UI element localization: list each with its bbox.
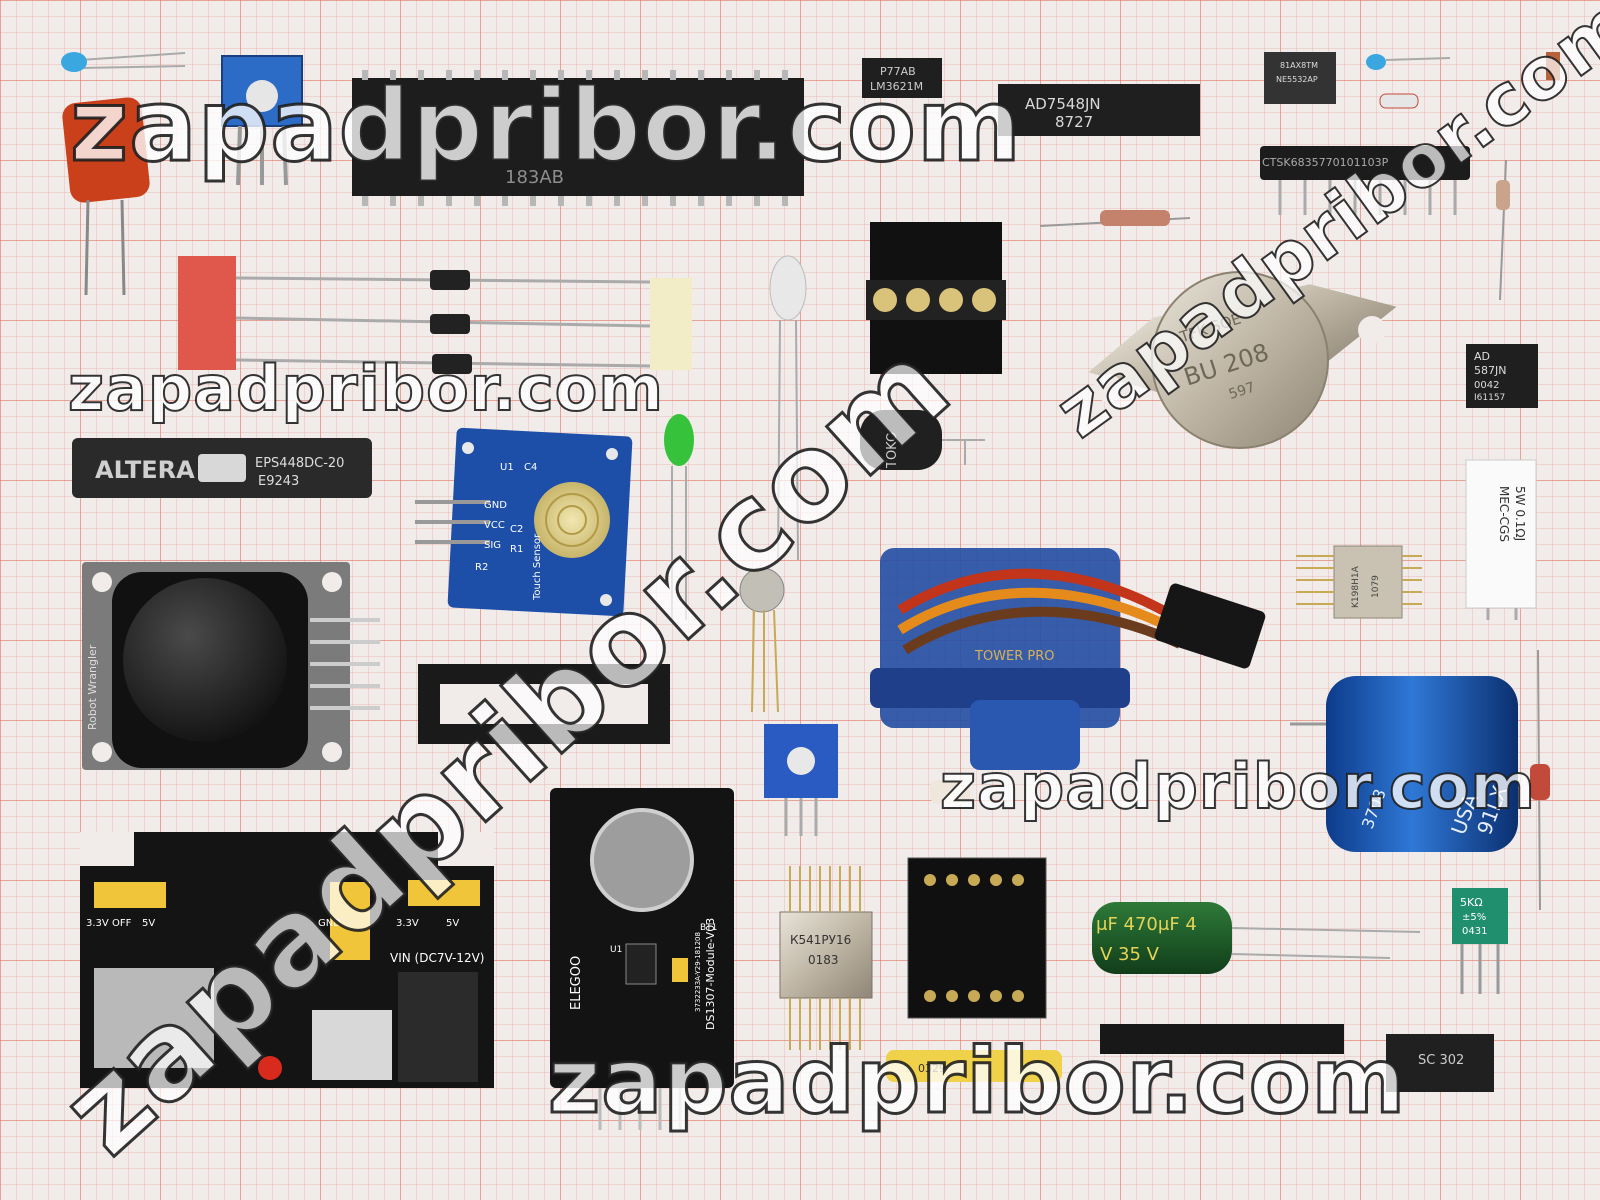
trimmer-potentiometer bbox=[221, 55, 303, 186]
svg-text:0431: 0431 bbox=[1462, 926, 1487, 937]
svg-text:GND: GND bbox=[318, 918, 341, 929]
svg-text:CTSK6835770101103P: CTSK6835770101103P bbox=[1262, 156, 1389, 169]
svg-text:±5%: ±5% bbox=[1462, 912, 1486, 923]
ad7548-dip-chip: AD7548JN 8727 bbox=[998, 84, 1200, 136]
ceramic-capacitor bbox=[61, 52, 186, 72]
hermetic-relay: K198H1A 1079 bbox=[1296, 545, 1422, 619]
svg-text:U1: U1 bbox=[500, 462, 514, 473]
touch-sensor-module: GND VCC SIG U1 C4 C2 R1 R2 Touch Sensor bbox=[415, 427, 633, 617]
svg-text:R1: R1 bbox=[510, 544, 523, 555]
svg-text:EPS448DC-20: EPS448DC-20 bbox=[255, 456, 344, 471]
svg-text:81AX8TM: 81AX8TM bbox=[1280, 61, 1318, 70]
svg-text:I61157: I61157 bbox=[1474, 393, 1505, 403]
svg-text:R2: R2 bbox=[475, 562, 488, 573]
svg-text:BT1: BT1 bbox=[700, 923, 717, 933]
svg-text:P77AB: P77AB bbox=[880, 65, 916, 78]
electrolytic-capacitor-470uf: μF 470μF 4 V 35 V bbox=[1092, 902, 1421, 974]
cement-resistor: 5W 0.1ΩJ MEC-CGS bbox=[1465, 459, 1537, 620]
plcc-socket bbox=[907, 857, 1047, 1019]
ptc-fuse bbox=[62, 97, 150, 296]
svg-text:MEC-CGS: MEC-CGS bbox=[1497, 486, 1511, 542]
svg-text:5V: 5V bbox=[446, 918, 459, 929]
svg-text:SIG: SIG bbox=[484, 540, 501, 551]
svg-text:AD: AD bbox=[1474, 350, 1490, 363]
hybrid-metal-ic: К541РУ16 0183 bbox=[779, 866, 873, 1050]
blue-electrolytic-capacitor: USA 91LX 3708 bbox=[1290, 676, 1518, 852]
dip-socket bbox=[418, 664, 670, 744]
to3-power-transistor: TFK SOE BU 208 597 bbox=[1088, 271, 1397, 449]
svg-text:NE5532AP: NE5532AP bbox=[1276, 75, 1318, 84]
svg-text:SC 302: SC 302 bbox=[1418, 1053, 1464, 1068]
svg-text:VIN (DC7V-12V): VIN (DC7V-12V) bbox=[390, 951, 484, 965]
svg-text:TOKO: TOKO bbox=[885, 432, 900, 469]
svg-text:8727: 8727 bbox=[1055, 113, 1093, 131]
sip-resistor-array: CTSK6835770101103P bbox=[1260, 146, 1470, 215]
svg-text:3.3V: 3.3V bbox=[396, 918, 419, 929]
small-components-top-right bbox=[1366, 52, 1560, 301]
ad587-chip: AD 587JN 0042 I61157 bbox=[1466, 344, 1538, 408]
svg-text:E9243: E9243 bbox=[258, 474, 299, 489]
blue-trimmer bbox=[764, 724, 838, 836]
axial-diode-right bbox=[1530, 649, 1550, 911]
yellow-sip-array: 0329 bbox=[886, 1050, 1062, 1082]
svg-text:3732233A-Y29-181208: 3732233A-Y29-181208 bbox=[694, 932, 702, 1012]
svg-text:OFF: OFF bbox=[112, 918, 132, 929]
svg-text:LM3621M: LM3621M bbox=[870, 80, 923, 93]
svg-text:1079: 1079 bbox=[1371, 575, 1381, 598]
altera-logo: ALTERA bbox=[95, 456, 195, 484]
breadboard-power-module: 3.3V OFF 5V GND VIN (DC7V-12V) 3.3V 5V bbox=[80, 832, 494, 1088]
svg-text:C2: C2 bbox=[510, 524, 523, 535]
svg-text:0042: 0042 bbox=[1474, 380, 1499, 391]
svg-text:587JN: 587JN bbox=[1474, 364, 1506, 377]
green-trimmer: 5KΩ ±5% 0431 bbox=[1452, 888, 1508, 994]
svg-text:C4: C4 bbox=[524, 462, 537, 473]
svg-text:5V: 5V bbox=[142, 918, 155, 929]
svg-text:3.3V: 3.3V bbox=[86, 918, 109, 929]
metal-can-transistor bbox=[739, 567, 785, 713]
svg-text:5W 0.1ΩJ: 5W 0.1ΩJ bbox=[1513, 486, 1527, 541]
svg-text:U1: U1 bbox=[610, 945, 622, 955]
svg-text:Robot Wrangler: Robot Wrangler bbox=[86, 644, 99, 730]
joystick-module: Robot Wrangler bbox=[82, 562, 380, 770]
green-led bbox=[664, 414, 694, 620]
svg-text:VCC: VCC bbox=[484, 520, 505, 531]
svg-text:DS1307-Module-V03: DS1307-Module-V03 bbox=[704, 918, 717, 1030]
svg-text:K198H1A: K198H1A bbox=[1351, 565, 1361, 608]
large-dip-chip: 183AB bbox=[352, 70, 804, 206]
svg-text:597: 597 bbox=[1227, 379, 1257, 402]
svg-text:GND: GND bbox=[484, 500, 507, 511]
ne5532-chip: 81AX8TM NE5532AP bbox=[1264, 52, 1336, 104]
axial-resistor bbox=[1039, 210, 1191, 227]
pin-header bbox=[1100, 1024, 1344, 1054]
svg-text:μF 470μF 4: μF 470μF 4 bbox=[1096, 914, 1197, 935]
svg-text:TOWER PRO: TOWER PRO bbox=[974, 649, 1055, 664]
ds1307-rtc-module: ELEGOO DS1307-Module-V03 BT1 U1 3732233A… bbox=[550, 788, 734, 1130]
svg-text:0183: 0183 bbox=[808, 953, 839, 967]
svg-text:V 35 V: V 35 V bbox=[1100, 944, 1160, 965]
svg-text:К541РУ16: К541РУ16 bbox=[790, 933, 851, 947]
svg-text:AD7548JN: AD7548JN bbox=[1025, 95, 1101, 113]
svg-text:0329: 0329 bbox=[918, 1062, 946, 1075]
micro-servo: TOWER PRO bbox=[870, 548, 1266, 804]
large-dip-marking: 183AB bbox=[505, 167, 564, 188]
toko-inductor: TOKO bbox=[860, 410, 985, 470]
sc302-chip: SC 302 bbox=[1386, 1034, 1494, 1092]
white-led bbox=[769, 255, 807, 561]
soic-chip: P77AB LM3621M bbox=[862, 58, 942, 98]
ic-socket-gold bbox=[866, 222, 1006, 374]
diode-tape-strip bbox=[178, 256, 692, 374]
altera-chip: ALTERA EPS448DC-20 E9243 bbox=[72, 438, 372, 498]
svg-text:Touch Sensor: Touch Sensor bbox=[532, 533, 543, 601]
svg-text:5KΩ: 5KΩ bbox=[1460, 896, 1483, 909]
svg-text:ELEGOO: ELEGOO bbox=[569, 956, 584, 1010]
